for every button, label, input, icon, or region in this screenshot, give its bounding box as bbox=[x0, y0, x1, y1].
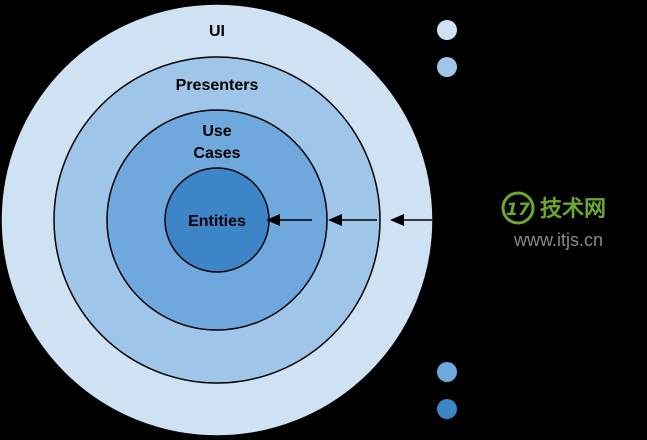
dependency-arrows bbox=[266, 214, 432, 226]
legend-dots bbox=[437, 20, 457, 419]
legend-dot-presenters bbox=[437, 57, 457, 77]
arrow-to-presenters-head bbox=[390, 214, 404, 226]
legend-dot-ui bbox=[437, 20, 457, 40]
arrow-to-use-cases-head bbox=[328, 214, 342, 226]
label-use-cases-line2: Cases bbox=[193, 145, 240, 162]
arrow-to-entities-head bbox=[266, 214, 280, 226]
label-use-cases-line1: Use bbox=[202, 123, 231, 140]
watermark-url: www.itjs.cn bbox=[513, 230, 603, 250]
label-ui: UI bbox=[209, 23, 225, 40]
watermark: 17 技术网 www.itjs.cn bbox=[501, 191, 606, 250]
label-presenters: Presenters bbox=[176, 77, 259, 94]
legend-dot-use-cases bbox=[437, 362, 457, 382]
watermark-title: 技术网 bbox=[540, 197, 606, 222]
watermark-badge-text: 17 bbox=[506, 200, 530, 220]
label-entities: Entities bbox=[188, 213, 246, 230]
watermark-badge-icon bbox=[501, 191, 535, 225]
legend-dot-entities bbox=[437, 399, 457, 419]
